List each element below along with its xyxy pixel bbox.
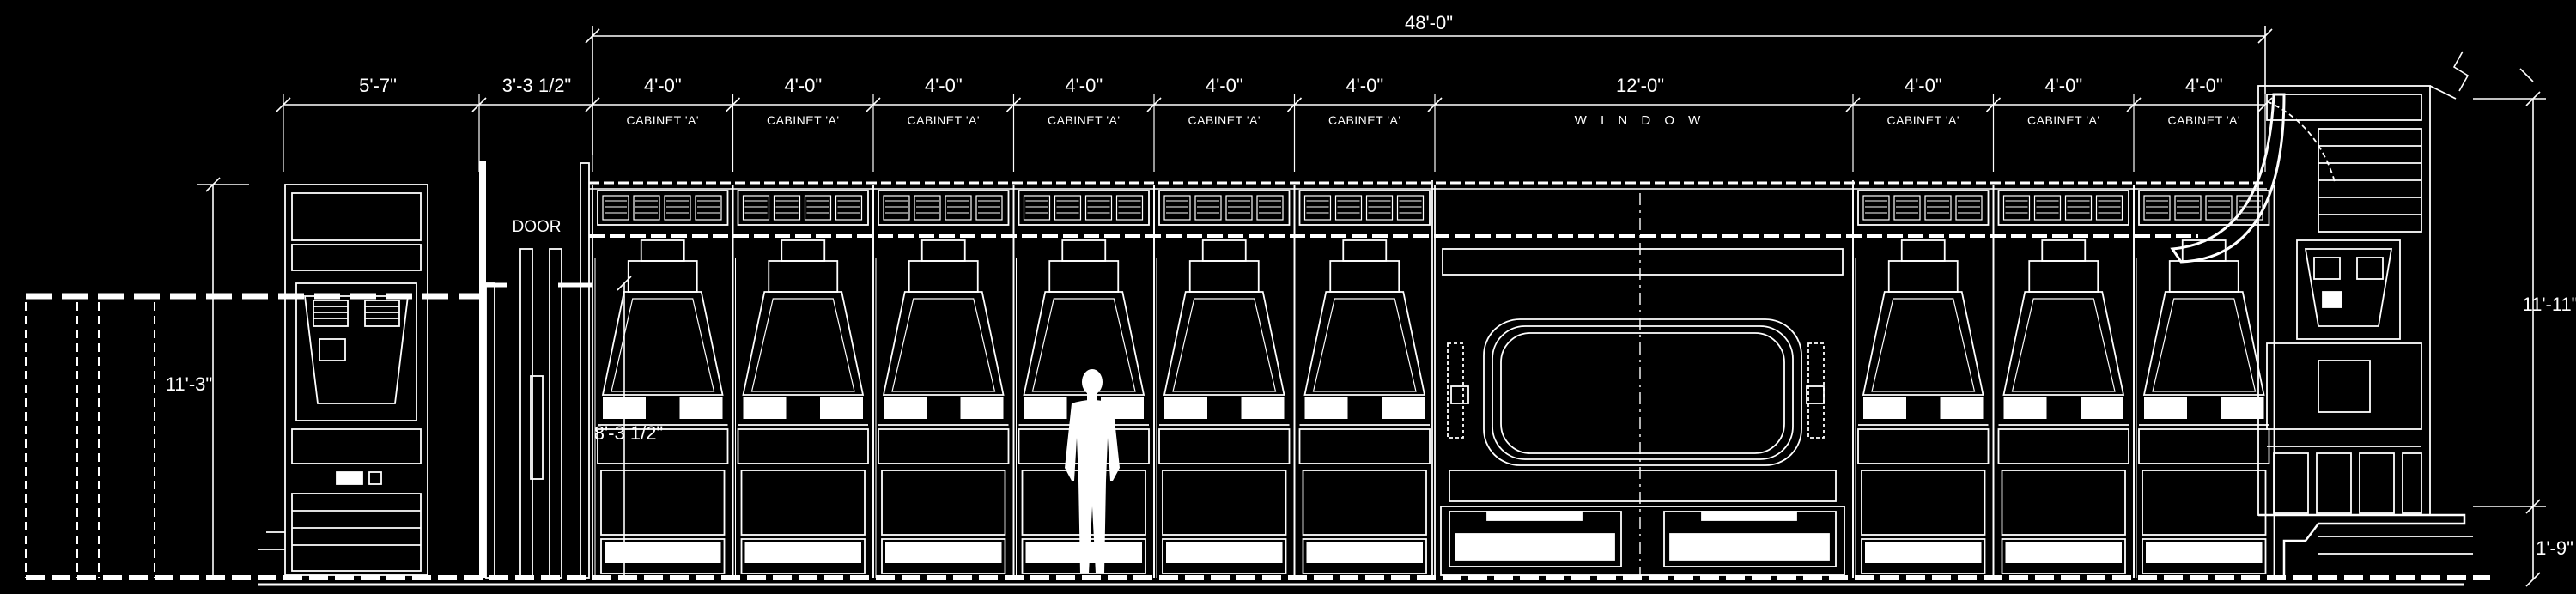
cabinet-label: CABINET 'A' xyxy=(1887,113,1960,127)
dim-cabinet-width: 4'-0" xyxy=(1346,75,1383,96)
cabinet-unit xyxy=(2133,185,2275,578)
cabinet-units xyxy=(592,185,2275,578)
cabinet-label: CABINET 'A' xyxy=(767,113,840,127)
dim-cabinet-width: 4'-0" xyxy=(644,75,682,96)
dim-left-unit: 5'-7" xyxy=(359,75,397,96)
cabinet-label: CABINET 'A' xyxy=(1188,113,1261,127)
cabinet-unit xyxy=(592,185,734,578)
dim-cabinet-width: 4'-0" xyxy=(1905,75,1942,96)
cabinet-labels: 4'-0" CABINET 'A' 4'-0" CABINET 'A' 4'-0" CAB… xyxy=(276,75,2273,172)
right-corner-unit xyxy=(2170,85,2473,578)
dim-cabinet-width: 4'-0" xyxy=(2185,75,2223,96)
dim-cabinet-width: 4'-0" xyxy=(784,75,822,96)
dim-right-height: 11'-11" xyxy=(2522,294,2576,315)
dim-cabinet-width: 4'-0" xyxy=(925,75,963,96)
dim-window-width: 12'-0" xyxy=(1616,75,1664,96)
cabinet-unit xyxy=(1153,185,1296,578)
cabinet-unit xyxy=(1293,185,1436,578)
ceiling-rail xyxy=(589,181,2267,238)
human-figure xyxy=(1065,369,1120,573)
cabinet-label: CABINET 'A' xyxy=(908,113,981,127)
dim-cabinet-width: 4'-0" xyxy=(1065,75,1103,96)
dim-overall: 48'-0" xyxy=(1405,12,1453,33)
dimension-lines xyxy=(197,26,2546,587)
dim-cabinet-width: 4'-0" xyxy=(2044,75,2082,96)
cabinet-unit xyxy=(1852,185,1995,578)
window-unit xyxy=(1431,180,1854,578)
window-label: W I N D O W xyxy=(1575,113,1706,128)
dim-base-height: 1'-9" xyxy=(2536,537,2573,559)
dim-cabinet-width: 4'-0" xyxy=(1206,75,1243,96)
cabinet-label: CABINET 'A' xyxy=(1328,113,1401,127)
dim-left-height: 11'-3" xyxy=(166,373,212,395)
door-label: DOOR xyxy=(513,218,562,236)
dim-door-height: 8'-3 1/2" xyxy=(594,422,664,444)
cabinet-unit xyxy=(1992,185,2135,578)
cabinet-label: CABINET 'A' xyxy=(627,113,700,127)
cabinet-unit xyxy=(732,185,874,578)
left-control-unit xyxy=(258,184,428,576)
dim-door-width: 3'-3 1/2" xyxy=(502,75,572,96)
cabinet-label: CABINET 'A' xyxy=(2168,113,2241,127)
dimension-labels: 48'-0" 5'-7" 3'-3 1/2" 12'-0" 11'-3" 8'-… xyxy=(166,12,2576,559)
cabinet-label: CABINET 'A' xyxy=(1048,113,1121,127)
floor-line xyxy=(25,293,2490,586)
cabinet-unit xyxy=(872,185,1015,578)
door-opening xyxy=(479,161,592,579)
cabinet-label: CABINET 'A' xyxy=(2027,113,2100,127)
